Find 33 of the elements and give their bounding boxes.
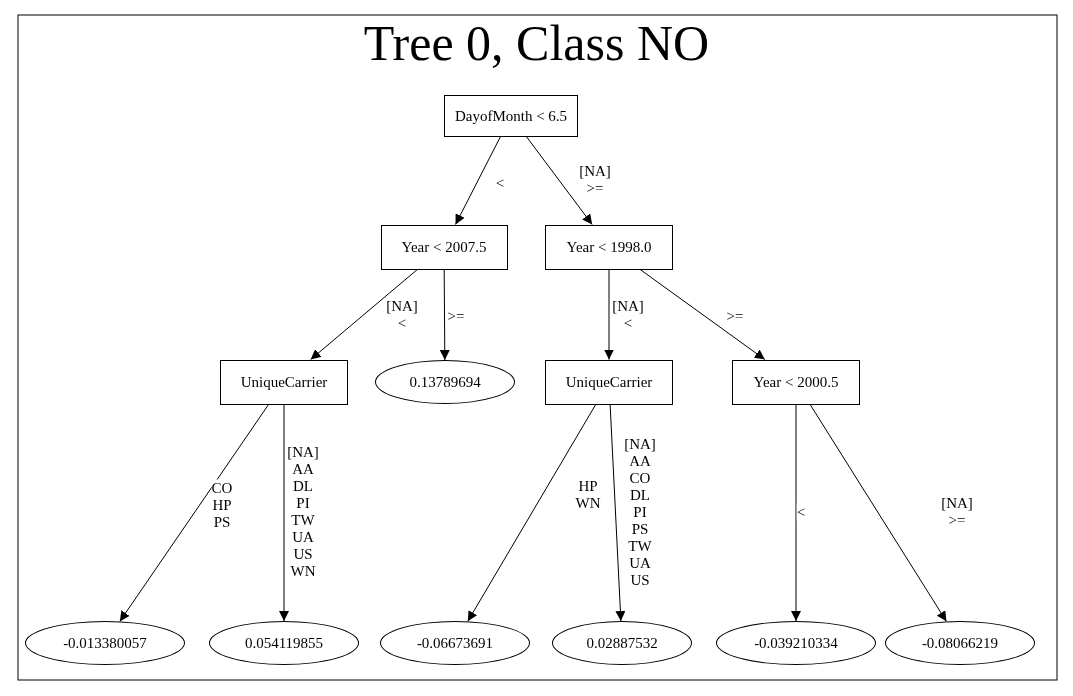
split-box xyxy=(380,224,508,270)
node-text: 0.054119855 xyxy=(244,634,324,652)
split-box xyxy=(545,359,673,405)
split-box xyxy=(220,359,348,405)
arrow xyxy=(119,404,270,622)
node-text: -0.08066219 xyxy=(921,634,999,652)
arrow xyxy=(279,404,289,622)
arrow xyxy=(310,269,418,360)
arrow xyxy=(455,136,501,225)
arrow xyxy=(609,404,626,622)
split-box xyxy=(444,95,578,137)
node-text: 0.13789694 xyxy=(409,373,481,391)
arrow xyxy=(439,269,450,361)
edge-label: < xyxy=(796,503,806,521)
node-text: Year < 2007.5 xyxy=(401,238,487,256)
arrow xyxy=(639,269,766,360)
title: Tree 0, Class NO xyxy=(363,14,710,72)
node-text: UniqueCarrier xyxy=(240,373,328,391)
node-text: UniqueCarrier xyxy=(565,373,653,391)
arrow xyxy=(467,404,597,622)
node-text: DayofMonth < 6.5 xyxy=(454,107,568,125)
split-box xyxy=(545,224,673,270)
split-box xyxy=(732,359,860,405)
node-text: -0.013380057 xyxy=(63,634,147,652)
node-text: Year < 1998.0 xyxy=(566,238,652,256)
node-text: -0.039210334 xyxy=(754,634,838,652)
arrow xyxy=(604,269,614,360)
arrow xyxy=(526,136,593,225)
node-text: Year < 2000.5 xyxy=(753,373,839,391)
arrow xyxy=(809,404,947,622)
node-text: -0.06673691 xyxy=(416,634,494,652)
arrow xyxy=(791,404,801,622)
node-text: 0.02887532 xyxy=(586,634,658,652)
